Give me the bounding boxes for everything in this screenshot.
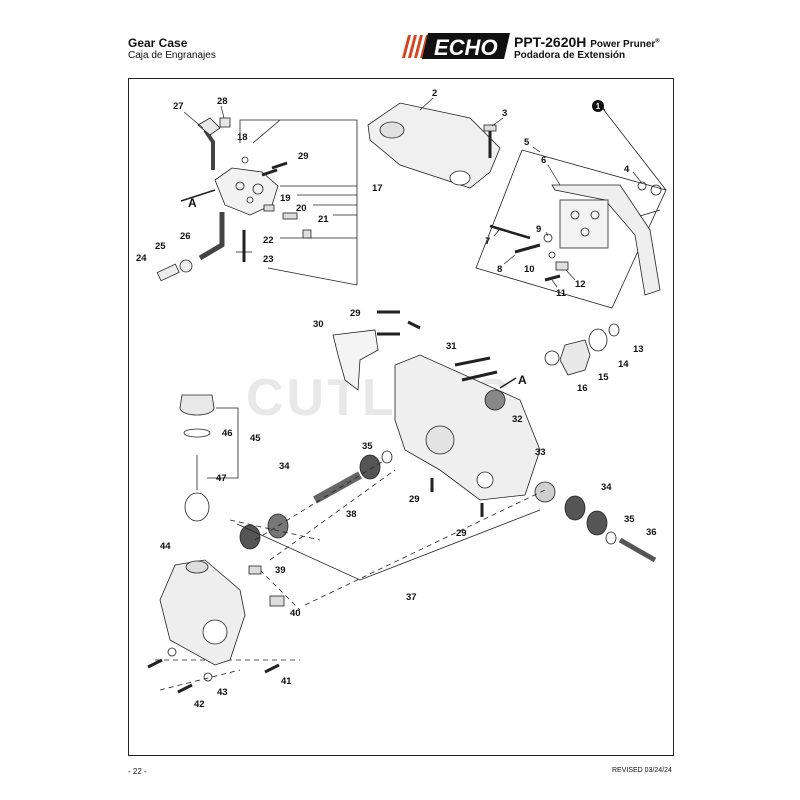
part-17: 17 bbox=[372, 183, 383, 194]
part-29-b: 29 bbox=[350, 308, 361, 319]
part-34-a: 34 bbox=[279, 461, 290, 472]
part-14: 14 bbox=[618, 359, 629, 370]
part-27: 27 bbox=[173, 101, 184, 112]
part-43: 43 bbox=[217, 687, 228, 698]
part-40: 40 bbox=[290, 608, 301, 619]
part-19: 19 bbox=[280, 193, 291, 204]
part-38: 38 bbox=[346, 509, 357, 520]
part-42: 42 bbox=[194, 699, 205, 710]
page-number: - 22 - bbox=[128, 767, 147, 776]
part-13: 13 bbox=[633, 344, 644, 355]
part-35-b: 35 bbox=[624, 514, 635, 525]
part-6: 6 bbox=[541, 155, 546, 166]
part-24: 24 bbox=[136, 253, 147, 264]
part-23: 23 bbox=[263, 254, 274, 265]
diagram-frame bbox=[128, 78, 674, 756]
reference-a-pump: A bbox=[188, 196, 197, 210]
part-45: 45 bbox=[250, 433, 261, 444]
product-name-en: Power Pruner bbox=[590, 39, 656, 50]
part-39: 39 bbox=[275, 565, 286, 576]
page-title: Gear Case bbox=[128, 36, 188, 50]
product-name-es: Podadora de Extensión bbox=[514, 50, 626, 61]
part-22: 22 bbox=[263, 235, 274, 246]
logo-text: ECHO bbox=[434, 35, 498, 59]
part-33: 33 bbox=[535, 447, 546, 458]
part-11: 11 bbox=[556, 288, 567, 299]
part-47: 47 bbox=[216, 473, 227, 484]
part-41: 41 bbox=[281, 676, 292, 687]
registered-mark: ® bbox=[655, 38, 660, 45]
part-2: 2 bbox=[432, 88, 437, 99]
part-16: 16 bbox=[577, 383, 588, 394]
part-36: 36 bbox=[646, 527, 657, 538]
part-10: 10 bbox=[524, 264, 535, 275]
part-5: 5 bbox=[524, 137, 530, 148]
part-37: 37 bbox=[406, 592, 417, 603]
model-number: PPT-2620H bbox=[514, 34, 587, 50]
echo-logo: ECHO bbox=[402, 33, 510, 60]
part-12: 12 bbox=[575, 279, 586, 290]
part-28: 28 bbox=[217, 96, 228, 107]
part-31: 31 bbox=[446, 341, 457, 352]
part-8: 8 bbox=[497, 264, 502, 275]
part-29-c: 29 bbox=[409, 494, 420, 505]
page-subtitle: Caja de Engranajes bbox=[128, 50, 216, 61]
part-7: 7 bbox=[485, 236, 490, 247]
part-46: 46 bbox=[222, 428, 233, 439]
part-3: 3 bbox=[502, 108, 507, 119]
part-44: 44 bbox=[160, 541, 171, 552]
part-20: 20 bbox=[296, 203, 307, 214]
part-18: 18 bbox=[237, 132, 248, 143]
assembly-marker-1 bbox=[592, 100, 604, 112]
revision-date: REVISED 03/24/24 bbox=[612, 767, 672, 774]
part-15: 15 bbox=[598, 372, 609, 383]
model-line: PPT-2620H Power Pruner® bbox=[514, 34, 660, 50]
part-29-a: 29 bbox=[298, 151, 309, 162]
part-25: 25 bbox=[155, 241, 166, 252]
part-35-a: 35 bbox=[362, 441, 373, 452]
part-26: 26 bbox=[180, 231, 191, 242]
part-21: 21 bbox=[318, 214, 329, 225]
part-32: 32 bbox=[512, 414, 523, 425]
part-1: 1 bbox=[596, 102, 601, 111]
part-4: 4 bbox=[624, 164, 630, 175]
part-34-b: 34 bbox=[601, 482, 612, 493]
part-30: 30 bbox=[313, 319, 324, 330]
part-9: 9 bbox=[536, 224, 541, 235]
part-29-d: 29 bbox=[456, 528, 467, 539]
reference-a-case: A bbox=[518, 373, 527, 387]
